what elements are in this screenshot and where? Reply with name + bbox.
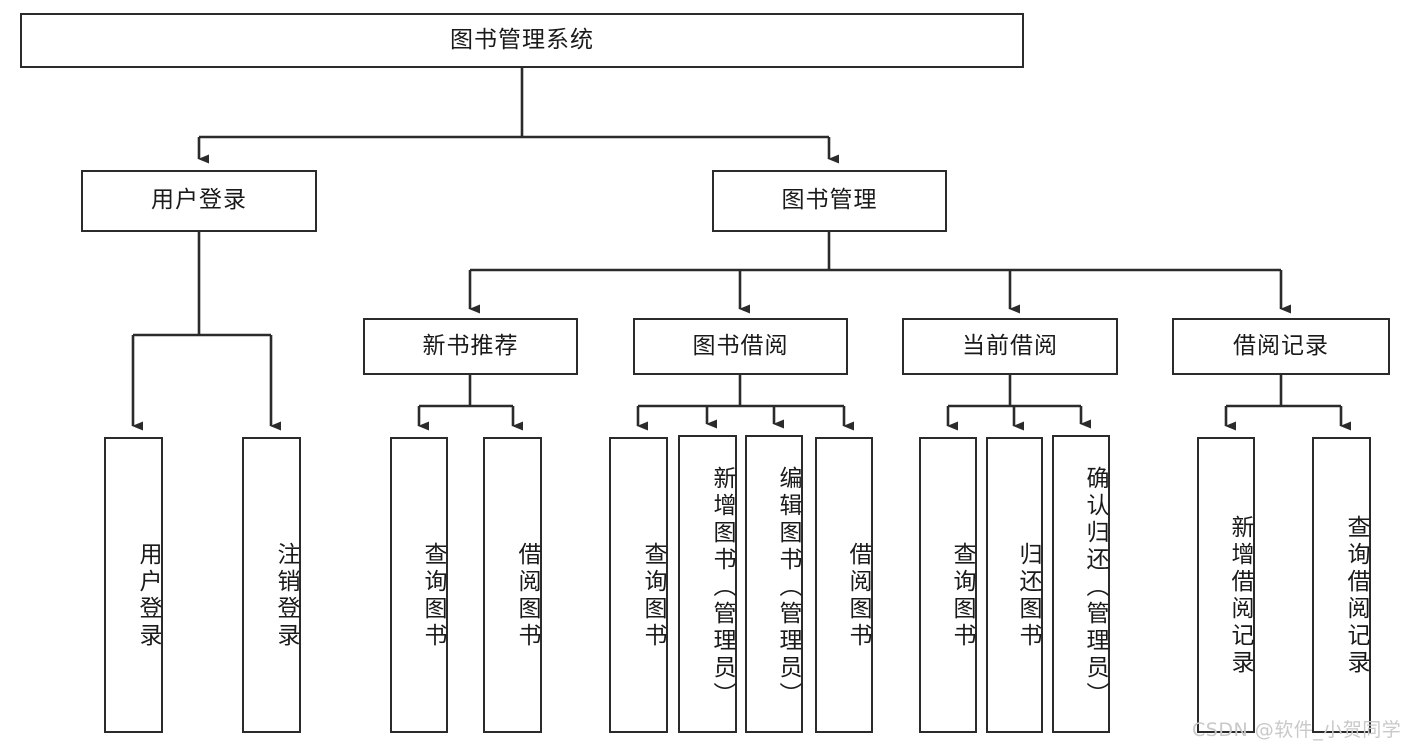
node-label: 确认归还（管理员）: [1082, 465, 1108, 709]
leaf-new-book-borrow-books[interactable]: 借阅图书: [483, 437, 542, 733]
node-label: 查询借阅记录: [1343, 515, 1369, 677]
node-label: 借阅图书: [845, 542, 871, 650]
node-book-borrowing[interactable]: 图书借阅: [633, 318, 848, 375]
leaf-current-confirm-return-admin[interactable]: 确认归还（管理员）: [1052, 435, 1110, 733]
node-label: 借阅记录: [1233, 332, 1329, 359]
leaf-borrow-add-book-admin[interactable]: 新增图书（管理员）: [678, 435, 737, 733]
leaf-user-login-signout[interactable]: 注销登录: [242, 437, 301, 733]
node-root-book-management-system[interactable]: 图书管理系统: [20, 13, 1024, 68]
node-label: 新书推荐: [422, 332, 519, 359]
node-new-book-recommendation[interactable]: 新书推荐: [363, 318, 578, 375]
node-label: 查询图书: [949, 542, 975, 650]
node-label: 图书管理: [781, 187, 878, 214]
node-label: 新增图书（管理员）: [709, 465, 735, 709]
node-label: 用户登录: [135, 542, 161, 650]
leaf-record-query-record[interactable]: 查询借阅记录: [1312, 437, 1371, 733]
node-label: 查询图书: [640, 542, 666, 650]
leaf-user-login-signin[interactable]: 用户登录: [104, 437, 163, 733]
leaf-borrow-borrow-books[interactable]: 借阅图书: [815, 437, 873, 733]
node-label: 当前借阅: [962, 332, 1058, 359]
node-label: 图书管理系统: [450, 26, 594, 53]
node-label: 注销登录: [273, 542, 299, 650]
node-current-borrowing[interactable]: 当前借阅: [902, 318, 1118, 375]
node-label: 借阅图书: [514, 542, 540, 650]
leaf-borrow-query-books[interactable]: 查询图书: [609, 437, 668, 733]
node-label: 图书借阅: [692, 332, 789, 359]
node-label: 归还图书: [1015, 542, 1041, 650]
node-label: 查询图书: [420, 542, 446, 650]
node-label: 用户登录: [151, 187, 247, 214]
csdn-watermark: CSDN @软件_小贺同学: [1192, 715, 1401, 742]
leaf-current-query-books[interactable]: 查询图书: [919, 437, 977, 733]
leaf-new-book-query-books[interactable]: 查询图书: [390, 437, 448, 733]
leaf-borrow-edit-book-admin[interactable]: 编辑图书（管理员）: [745, 435, 803, 733]
leaf-current-return-books[interactable]: 归还图书: [986, 437, 1043, 733]
node-borrowing-record[interactable]: 借阅记录: [1172, 318, 1390, 375]
node-label: 编辑图书（管理员）: [775, 465, 801, 709]
node-user-login[interactable]: 用户登录: [81, 170, 317, 232]
watermark-text: CSDN @软件_小贺同学: [1192, 719, 1402, 741]
node-book-management[interactable]: 图书管理: [712, 170, 947, 232]
leaf-record-add-record[interactable]: 新增借阅记录: [1197, 437, 1255, 733]
node-label: 新增借阅记录: [1227, 515, 1253, 677]
